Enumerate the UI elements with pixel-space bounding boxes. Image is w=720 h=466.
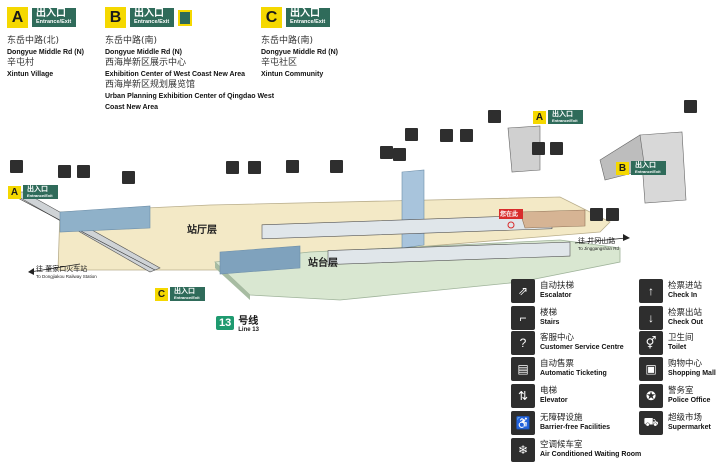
- exit-c-badge: C: [261, 7, 282, 28]
- escalator-icon: [460, 129, 473, 142]
- exit-b-badge: B: [105, 7, 126, 28]
- check-in-icon: [286, 160, 299, 173]
- escalator-icon: ⇗: [511, 279, 535, 303]
- check-out-icon: [226, 161, 239, 174]
- exit-c-destinations: 东岳中路(南) Dongyue Middle Rd (N) 辛屯社区 Xintu…: [261, 36, 338, 78]
- stairs-icon: ⌐: [511, 306, 535, 330]
- ticket-machine-icon: ▤: [511, 357, 535, 381]
- supermarket-icon: ⛟: [639, 411, 663, 435]
- escalator-icon: [77, 165, 90, 178]
- escalator-icon: [10, 160, 23, 173]
- customer-service-icon: ?: [511, 331, 535, 355]
- police-icon: ✪: [639, 384, 663, 408]
- elevator-icon: ⇅: [511, 384, 535, 408]
- you-are-here-marker: [499, 209, 523, 219]
- exit-a-header: A 出入口 Entrance/Exit: [7, 7, 77, 28]
- exit-a-passage-rail: [13, 195, 156, 271]
- direction-right-arrowhead: [623, 234, 630, 241]
- exit-b-label: 出入口 Entrance/Exit: [130, 8, 175, 27]
- concourse-label: 站厅层: [187, 225, 217, 236]
- exit-a-escalator-tower: [507, 125, 541, 173]
- toilet-icon: ⚥: [639, 331, 663, 355]
- exit-c-label: 出入口 Entrance/Exit: [286, 8, 331, 27]
- elevator-icon: [393, 148, 406, 161]
- shopping-area: [519, 209, 586, 229]
- customer-service-icon: [550, 142, 563, 155]
- exit-b-destinations: 东岳中路(南) Dongyue Middle Rd (N) 西海岸新区展示中心 …: [105, 36, 275, 111]
- toilet-icon: [606, 208, 619, 221]
- exit-a-destinations: 东岳中路(北) Dongyue Middle Rd (N) 辛屯村 Xintun…: [7, 36, 84, 78]
- you-are-here-dot: [507, 221, 515, 229]
- elevator-exit-icon: [178, 9, 193, 26]
- elevator-shaft: [401, 169, 425, 249]
- escalator-icon: [330, 160, 343, 173]
- escalator-icon: [380, 146, 393, 159]
- stairs-icon: [440, 129, 453, 142]
- train-lower: [327, 241, 571, 265]
- shopping-mall-icon: ▣: [639, 357, 663, 381]
- accessibility-icon: ♿: [511, 411, 535, 435]
- stairs-icon: [58, 165, 71, 178]
- platform-label: 站台层: [308, 258, 338, 269]
- direction-left-label: 往 董家口火车站 To Dongjiakou Railway Station: [36, 265, 97, 279]
- you-are-here-label: 您在此: [500, 211, 519, 218]
- direction-right-label: 往 井冈山路 To Jinggangshan Rd: [578, 237, 620, 251]
- direction-left-arrowhead: [28, 268, 34, 275]
- elevator-icon: [684, 100, 697, 113]
- check-in-icon: [248, 161, 261, 174]
- exit-a-structure: [59, 205, 151, 233]
- stairs-icon: [122, 171, 135, 184]
- check-in-icon: ↑: [639, 279, 663, 303]
- ticket-machine-icon: [532, 142, 545, 155]
- check-out-icon: ↓: [639, 306, 663, 330]
- direction-left-arrow: [29, 263, 81, 273]
- direction-right-arrow: [574, 237, 627, 244]
- exit-a-badge: A: [7, 7, 28, 28]
- exit-b-header: B 出入口 Entrance/Exit: [105, 7, 193, 28]
- air-conditioning-icon: ❄: [511, 438, 535, 462]
- elevator-icon: [405, 128, 418, 141]
- exit-c-header: C 出入口 Entrance/Exit: [261, 7, 331, 28]
- toilet-icon: [590, 208, 603, 221]
- line-13-badge: 13 号线 Line 13: [216, 312, 259, 333]
- exit-c-structure: [219, 245, 301, 275]
- stairs-icon: [488, 110, 501, 123]
- exit-a-label: 出入口 Entrance/Exit: [32, 8, 77, 27]
